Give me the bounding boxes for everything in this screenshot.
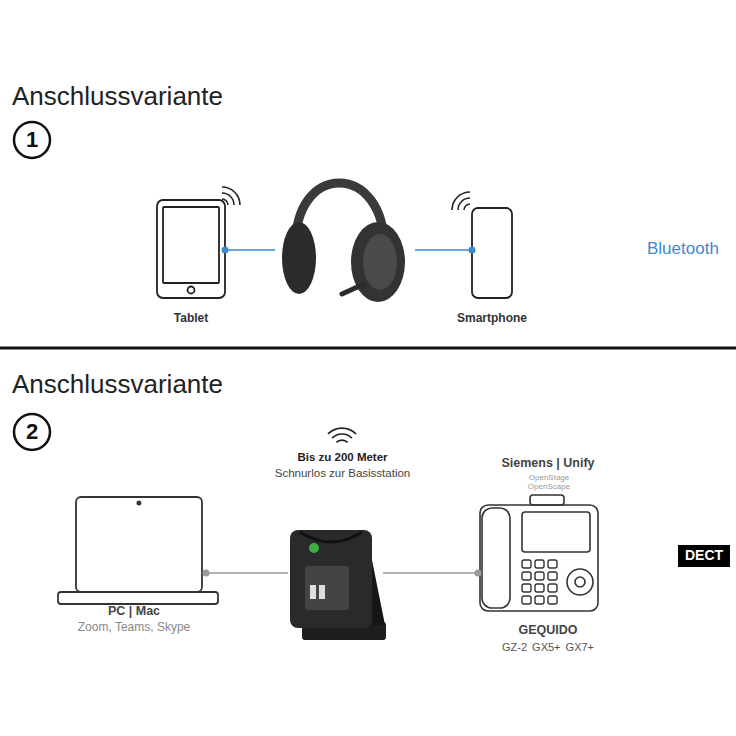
section-number: 1: [26, 128, 38, 152]
dect-badge: [678, 545, 730, 567]
headset-image: [282, 183, 405, 302]
base-station-node: Bis zu 200 MeterSchnurlos zur Basisstati…: [288, 528, 383, 645]
connector-dot: [222, 247, 229, 254]
desk-phone-icon: [480, 495, 598, 611]
key: [548, 596, 557, 604]
device-label: Tablet: [174, 312, 208, 326]
tablet-node: Tablet: [157, 200, 225, 298]
key: [548, 572, 557, 580]
connection-type: Bluetooth: [647, 240, 719, 259]
key: [535, 584, 544, 592]
key: [548, 584, 557, 592]
laptop-icon: [58, 497, 218, 604]
smartphone-icon: [452, 192, 512, 298]
tablet-icon: [157, 187, 240, 298]
connector-dot: [475, 570, 482, 577]
device-label: Zoom, Teams, Skype: [78, 621, 191, 635]
device-label: GZ-2 GX5+ GX7+: [502, 641, 594, 654]
key: [522, 560, 531, 568]
headset-node: [275, 170, 415, 300]
base-station-image: [290, 530, 386, 640]
device-label: OpenScape: [528, 482, 570, 491]
connector-dot: [469, 247, 476, 254]
desk-phone-node: Siemens | UnifyOpenStageOpenScapeGEQUIDO…: [478, 497, 600, 612]
connector-line: [225, 249, 275, 251]
number-circle: [14, 414, 50, 450]
key: [535, 572, 544, 580]
connection-type: DECT: [685, 548, 723, 563]
section-heading: Anschlussvariante: [12, 370, 223, 399]
number-circle: [14, 122, 50, 158]
keypad: [522, 560, 557, 604]
connector-line: [415, 249, 472, 251]
device-label: Smartphone: [457, 312, 527, 326]
divider-line: [0, 347, 736, 350]
device-label: Bis zu 200 Meter: [297, 451, 387, 464]
section-heading: Anschlussvariante: [12, 82, 223, 111]
device-label: Siemens | Unify: [501, 456, 594, 470]
key: [522, 596, 531, 604]
connector-line: [206, 572, 288, 574]
device-label: Schnurlos zur Basisstation: [275, 467, 411, 480]
key: [522, 584, 531, 592]
wireless-symbol: [328, 428, 356, 442]
smartphone-node: Smartphone: [472, 208, 512, 298]
key: [535, 560, 544, 568]
device-label: PC | Mac: [108, 604, 160, 618]
connector-line: [383, 572, 478, 574]
computer-node: PC | MacZoom, Teams, Skype: [68, 497, 206, 605]
connector-dot: [203, 570, 210, 577]
device-label: OpenStage: [529, 473, 569, 482]
key: [548, 560, 557, 568]
key: [535, 596, 544, 604]
key: [522, 572, 531, 580]
device-label: GEQUIDO: [518, 623, 577, 637]
section-number: 2: [26, 420, 38, 444]
